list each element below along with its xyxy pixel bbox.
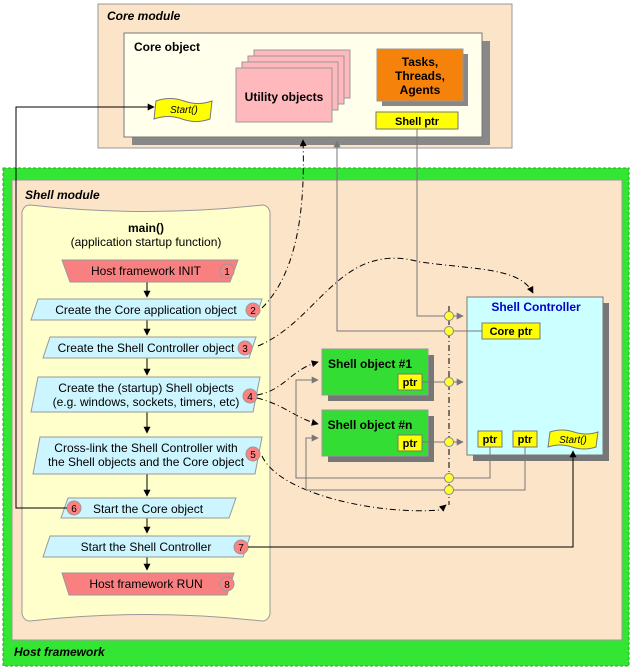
tasks-line2: Threads, — [395, 69, 445, 83]
shell-object-n: Shell object #n ptr — [321, 409, 434, 462]
host-framework-title: Host framework — [14, 645, 106, 659]
step-8-host-run: Host framework RUN 8 — [61, 572, 235, 596]
utility-objects-label: Utility objects — [245, 90, 324, 104]
step-6-start-core: Start the Core object 6 — [60, 497, 237, 519]
step-5-cross-link: Cross-link the Shell Controller with the… — [32, 436, 263, 475]
shell-ptr-box: Shell ptr — [375, 111, 459, 130]
step-1-number: 1 — [224, 267, 230, 278]
utility-objects-stack: Utility objects — [235, 49, 351, 123]
shell-ptr-label: Shell ptr — [395, 116, 440, 128]
step-5-label-line2: the Shell objects and the Core object — [48, 455, 245, 469]
step-4-label-line2: (e.g. windows, sockets, timers, etc) — [53, 395, 240, 409]
step-5-label-line1: Cross-link the Shell Controller with — [54, 441, 237, 455]
shell-object-n-ptr: ptr — [403, 438, 418, 450]
step-8-number: 8 — [224, 580, 230, 591]
shell-object-1-title: Shell object #1 — [328, 357, 412, 371]
connector-create-controller — [257, 257, 534, 347]
connector-start-core — [15, 103, 155, 509]
step-1-label: Host framework INIT — [91, 264, 202, 278]
step-1-host-init: Host framework INIT 1 — [61, 259, 239, 283]
shell-controller-core-ptr: Core ptr — [490, 326, 534, 338]
shell-controller-ptr-1: ptr — [483, 434, 498, 446]
connectors — [15, 103, 577, 548]
core-module-title: Core module — [107, 9, 181, 23]
step-7-number: 7 — [238, 543, 244, 554]
step-3-number: 3 — [242, 344, 248, 355]
shell-object-1: Shell object #1 ptr — [321, 348, 434, 401]
tasks-line3: Agents — [400, 83, 441, 97]
connector-core-ptr — [333, 140, 482, 332]
connector-start-controller — [248, 450, 577, 548]
step-6-label: Start the Core object — [93, 502, 204, 516]
shell-controller-title: Shell Controller — [491, 300, 581, 314]
step-6-number: 6 — [71, 504, 77, 515]
shell-controller: Shell Controller Core ptr ptr ptr Start(… — [466, 296, 609, 461]
step-2-create-core: Create the Core application object 2 — [30, 298, 263, 321]
shell-object-n-title: Shell object #n — [328, 418, 413, 432]
step-3-label: Create the Shell Controller object — [58, 341, 235, 355]
step-3-create-controller: Create the Shell Controller object 3 — [42, 336, 257, 359]
shell-object-1-ptr: ptr — [403, 377, 418, 389]
connector-controller-ptr-2 — [305, 434, 526, 491]
connector-controller-ptr-1 — [295, 376, 491, 479]
step-8-label: Host framework RUN — [89, 577, 202, 591]
shell-controller-ptr-2: ptr — [518, 434, 533, 446]
step-2-number: 2 — [250, 306, 256, 317]
shell-controller-start-label: Start() — [559, 435, 587, 446]
step-5-number: 5 — [250, 450, 256, 461]
step-4-label-line1: Create the (startup) Shell objects — [58, 381, 233, 395]
core-object-title: Core object — [134, 40, 200, 54]
connector-create-shell-obj-n — [256, 397, 319, 426]
junction-dots — [444, 311, 454, 495]
connector-cross-link — [261, 455, 447, 512]
step-7-label: Start the Shell Controller — [81, 540, 212, 554]
step-4-create-shell-objects: Create the (startup) Shell objects (e.g.… — [30, 376, 261, 413]
main-title: main() — [128, 221, 164, 235]
core-start-flag: Start() — [153, 98, 213, 122]
core-start-label: Start() — [170, 105, 198, 116]
step-4-number: 4 — [247, 392, 253, 403]
shell-module-title: Shell module — [25, 188, 100, 202]
tasks-line1: Tasks, — [402, 55, 438, 69]
step-7-start-controller: Start the Shell Controller 7 — [42, 535, 251, 558]
tasks-threads-agents-box: Tasks, Threads, Agents — [376, 48, 468, 106]
main-subtitle: (application startup function) — [71, 235, 222, 249]
step-2-label: Create the Core application object — [55, 303, 237, 317]
